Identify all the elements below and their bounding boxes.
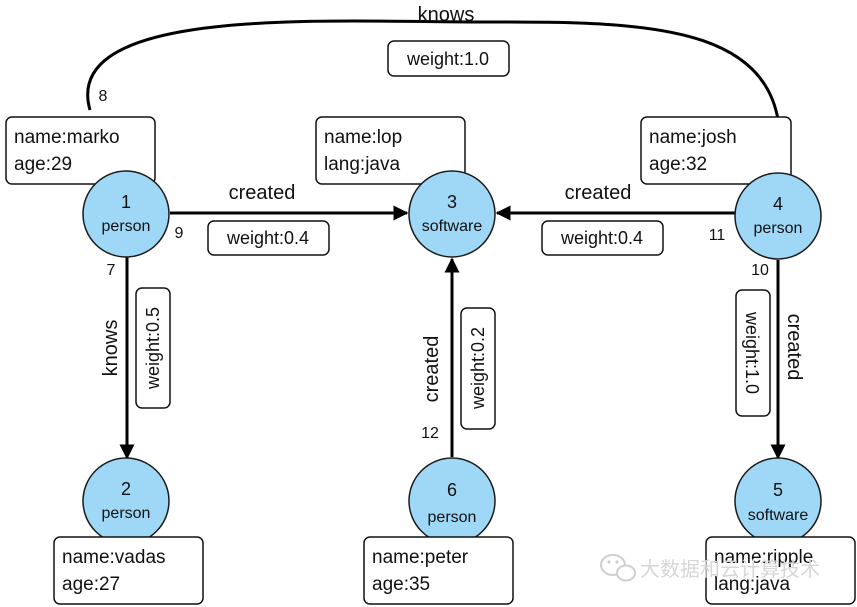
vertex-5-label: software	[748, 507, 809, 524]
vertex-1-id: 1	[121, 192, 131, 212]
wechat-icon	[600, 554, 636, 582]
vertex-4-id: 4	[773, 194, 783, 214]
vertex-6-circle	[408, 457, 496, 545]
edge-7-label: knows	[100, 320, 122, 377]
edge-12-label: created	[421, 336, 443, 403]
edge-9-weight-box	[207, 220, 330, 256]
vertex-2-prop-name: name:vadas	[62, 547, 166, 568]
vertex-4-prop-name: name:josh	[649, 127, 737, 148]
vertex-2: 2 person	[82, 457, 170, 545]
edge-10-weight-box	[735, 289, 771, 417]
edge-7-weight: weight:0.5	[143, 307, 163, 390]
vertex-1-prop-age: age:29	[14, 154, 72, 175]
vertex-4-properties: name:josh age:32	[640, 116, 792, 185]
vertex-6: 6 person	[408, 457, 496, 545]
edge-8-label: knows	[418, 4, 475, 26]
vertex-3-label: software	[422, 218, 483, 235]
edge-8-weight: weight:1.0	[406, 49, 489, 69]
vertex-2-circle	[82, 457, 170, 545]
vertex-1-label: person	[102, 218, 151, 235]
edge-10-id: 10	[751, 262, 769, 279]
vertex-6-prop-name: name:peter	[372, 547, 469, 568]
edge-11-weight: weight:0.4	[560, 228, 643, 248]
vertex-1-properties: name:marko age:29	[5, 116, 156, 185]
vertex-5-circle	[734, 457, 822, 545]
edge-7-weight-box	[135, 287, 171, 409]
edge-10-weight: weight:1.0	[742, 311, 762, 394]
edge-11-label: created	[565, 182, 632, 204]
edge-9-id: 9	[175, 225, 184, 242]
vertex-5-properties: name:ripple lang:java	[705, 536, 856, 605]
edge-10-label: created	[783, 314, 805, 381]
vertex-2-label: person	[102, 505, 151, 522]
vertex-2-properties: name:vadas age:27	[53, 536, 204, 605]
vertex-1: 1 person	[82, 170, 170, 258]
watermark: 大数据和云计算技术	[600, 554, 820, 582]
vertex-3-id: 3	[447, 192, 457, 212]
edge-8-id: 8	[99, 88, 108, 105]
vertex-5-prop-name: name:ripple	[714, 547, 813, 568]
vertex-4-prop-age: age:32	[649, 154, 707, 175]
edge-8-line	[86, 19, 788, 174]
edge-12-weight-box	[460, 307, 496, 430]
edge-12-id: 12	[421, 425, 439, 442]
edge-11-id: 11	[709, 227, 726, 244]
edge-8-weight-box	[387, 40, 510, 77]
vertex-6-properties: name:peter age:35	[363, 536, 514, 605]
vertex-4: 4 person	[734, 172, 822, 260]
vertex-5-prop-lang: lang:java	[714, 574, 790, 595]
vertex-4-label: person	[754, 220, 803, 237]
edge-12-weight: weight:0.2	[468, 327, 488, 410]
edge-11-weight-box	[541, 220, 664, 256]
vertex-6-prop-age: age:35	[372, 574, 430, 595]
vertex-5-id: 5	[773, 480, 783, 500]
vertex-6-id: 6	[447, 480, 457, 500]
vertex-2-id: 2	[121, 479, 131, 499]
vertex-3-properties: name:lop lang:java	[315, 116, 466, 185]
vertex-5: 5 software	[734, 457, 822, 545]
vertex-1-prop-name: name:marko	[14, 127, 120, 148]
edge-7-id: 7	[107, 262, 116, 279]
vertex-2-prop-age: age:27	[62, 574, 120, 595]
watermark-text: 大数据和云计算技术	[640, 557, 820, 581]
vertex-3-prop-lang: lang:java	[324, 154, 400, 175]
vertex-1-circle	[82, 170, 170, 258]
edge-9-label: created	[229, 182, 296, 204]
vertex-4-circle	[734, 172, 822, 260]
vertex-3: 3 software	[408, 170, 496, 258]
vertex-6-label: person	[428, 509, 477, 526]
vertex-3-prop-name: name:lop	[324, 127, 402, 148]
vertex-3-circle	[408, 170, 496, 258]
edge-9-weight: weight:0.4	[226, 228, 309, 248]
